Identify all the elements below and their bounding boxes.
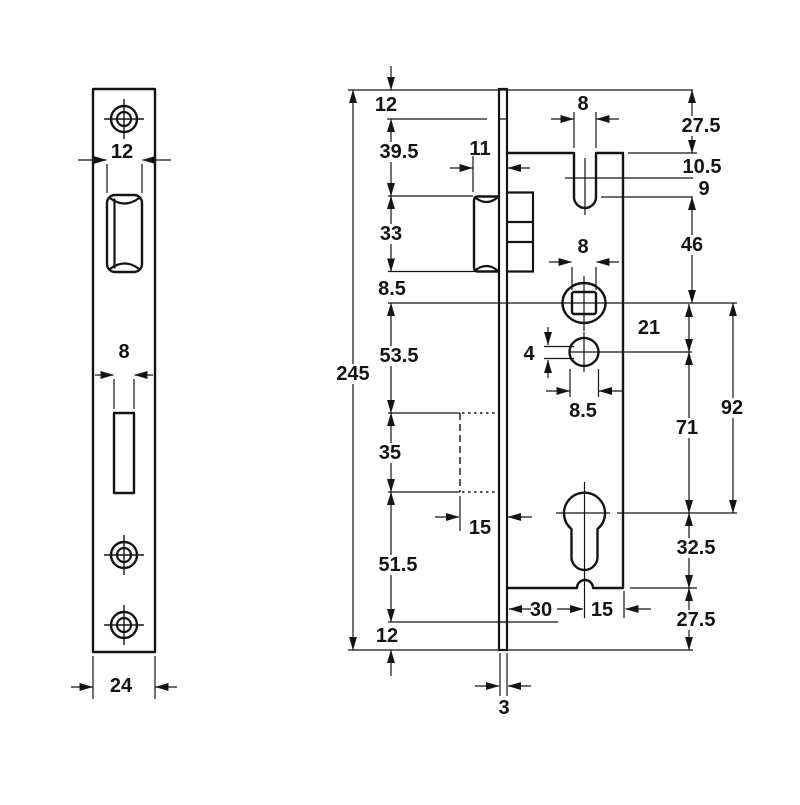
screw-inner-circle (115, 546, 133, 564)
dim-label: 15 (469, 517, 491, 539)
label-mask (334, 364, 372, 384)
faceplate-edge (497, 87, 509, 652)
strike-plate-outline (91, 87, 157, 654)
label-mask (379, 224, 404, 244)
fixing-hole (568, 332, 600, 372)
latch-bolt-arc-top (473, 196, 499, 204)
dim-label: 12 (111, 141, 133, 163)
dim-label: 46 (681, 234, 703, 256)
dimension-chain-right: 27.5 10.5 9 46 21 92 71 32.5 27.5 (638, 89, 746, 651)
dim-label: 15 (591, 599, 613, 621)
label-mask (674, 538, 720, 558)
deadbolt-slot (112, 411, 136, 495)
label-mask (675, 418, 699, 438)
dim-label: 10.5 (683, 156, 722, 178)
dim-label: 33 (380, 223, 402, 245)
deadbolt-dashed (459, 412, 498, 493)
dim-label: 35 (379, 442, 401, 464)
dim-backset: 30 (508, 599, 584, 621)
dim-label: 24 (110, 675, 133, 697)
screw-outer-circle (109, 610, 139, 640)
dim-plate-width: 24 (71, 656, 177, 699)
dim-label: 92 (721, 397, 743, 419)
dim-label: 8 (118, 341, 129, 363)
dim-label: 53.5 (380, 345, 419, 367)
screw-inner-circle (115, 616, 133, 634)
dim-deadbolt-depth: 15 (435, 496, 532, 539)
latch-housing (505, 191, 535, 273)
dim-label: 30 (530, 599, 552, 621)
latch-cutout-outline (105, 193, 144, 274)
dim-label: 4 (523, 343, 535, 365)
dim-label: 3 (498, 697, 509, 719)
dim-label: 11 (469, 138, 490, 160)
screw-outer-circle (109, 540, 139, 570)
label-mask (680, 235, 705, 255)
dim-label: 8 (577, 93, 588, 115)
dim-label: 12 (376, 625, 398, 647)
dim-bolt-slot-width: 8 (95, 341, 153, 409)
euro-cylinder-hole (562, 482, 607, 618)
label-mask (378, 443, 403, 463)
dim-label: 8.5 (378, 278, 406, 300)
screw-hole-top (104, 99, 144, 139)
faceplate-front-view: 12 8 24 (71, 87, 177, 699)
dim-label: 71 (676, 417, 698, 439)
latch-bolt-outline (472, 195, 501, 273)
lock-case-outline (505, 151, 625, 590)
dim-label: 8.5 (569, 400, 597, 422)
dim-label: 27.5 (682, 115, 721, 137)
label-mask (678, 116, 725, 136)
latch-bolt-arc-bottom (473, 264, 499, 272)
dim-label: 32.5 (677, 537, 716, 559)
dim-label: 8 (577, 236, 588, 258)
dim-top-slot-width: 8 (551, 93, 619, 148)
dim-label: 21 (638, 317, 660, 339)
cylinder-profile (562, 491, 607, 572)
dim-spindle-width: 8 (549, 236, 619, 290)
dim-fixing-hole-width: 8.5 (546, 369, 623, 422)
label-mask (376, 142, 422, 162)
dim-latch-projection: 11 (450, 138, 530, 192)
dimension-chain-left: 12 39.5 33 8.5 53.5 35 51.5 12 245 (334, 66, 422, 676)
screw-hole-middle (104, 535, 144, 575)
dim-plate-thickness: 3 (475, 653, 531, 719)
latch-bolt (472, 195, 501, 273)
spindle-hole (561, 276, 607, 331)
label-mask (375, 555, 421, 575)
latch-cutout (105, 193, 144, 274)
latch-face-arc-bottom (109, 262, 140, 270)
dim-label: 39.5 (380, 141, 419, 163)
label-mask (376, 346, 422, 366)
latch-face-arc-top (109, 197, 140, 205)
screw-hole-bottom (104, 605, 144, 645)
label-mask (674, 610, 720, 630)
dim-label-overall: 245 (336, 363, 369, 385)
screw-outer-circle (109, 104, 139, 134)
dim-cutout-width: 12 (78, 141, 171, 193)
dim-label: 51.5 (379, 554, 418, 576)
dim-fixing-hole-height: 4 (523, 327, 574, 378)
screw-inner-circle (115, 110, 133, 128)
label-mask (719, 398, 746, 418)
dim-label: 9 (698, 178, 709, 200)
dim-label: 12 (375, 94, 397, 116)
lock-case-side-view: 12 39.5 33 8.5 53.5 35 51.5 12 245 27 (334, 66, 746, 719)
dim-label: 27.5 (677, 609, 716, 631)
dim-cylinder-to-edge: 15 (591, 591, 651, 621)
